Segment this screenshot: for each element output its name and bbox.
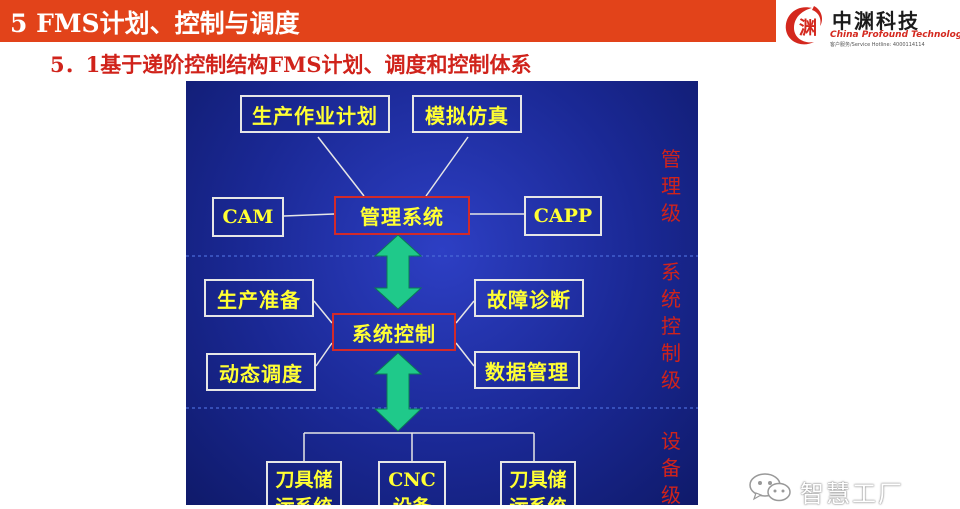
connector-cam-to-management [283, 213, 335, 217]
connector-data-to-control [455, 342, 475, 367]
level-char: 理 [661, 174, 681, 198]
level-char: 管 [661, 147, 681, 171]
level-char: 系 [661, 260, 681, 284]
box-system-control: 系统控制 [332, 313, 456, 351]
box-management-system: 管理系统 [334, 196, 470, 235]
box-cam: CAM [212, 197, 284, 237]
company-logo: 渊 中渊科技 China Profound Technology 客户服务/Se… [782, 2, 960, 50]
connector-plan-to-management [317, 136, 365, 197]
level-char: 设 [661, 429, 681, 453]
level-char: 级 [661, 368, 681, 392]
double-arrow-lower [373, 352, 423, 432]
wechat-icon [749, 473, 791, 502]
connector-fault-to-control [455, 300, 475, 324]
logo-hotline: 客户服务/Service Hotline: 4000114114 [830, 42, 925, 48]
slide-title: 5 FMS计划、控制与调度 [10, 9, 300, 38]
slide-subtitle: 5．1基于递阶控制结构FMS计划、调度和控制体系 [50, 52, 532, 77]
level-char: 级 [661, 483, 681, 507]
box-tool-storage-right: 刀具储运系统 [500, 461, 576, 505]
wechat-watermark: 智慧工厂 [748, 470, 960, 508]
diagram-connectors [186, 136, 698, 461]
logo-chinese-name: 中渊科技 [832, 9, 920, 33]
watermark-text: 智慧工厂 [800, 480, 904, 508]
box-production-plan: 生产作业计划 [240, 95, 390, 133]
box-tool-storage-left: 刀具储运系统 [266, 461, 342, 505]
double-arrow-upper [373, 234, 423, 310]
box-fault-diagnosis: 故障诊断 [474, 279, 584, 317]
logo-mark-char: 渊 [799, 18, 817, 39]
level-char: 制 [661, 341, 681, 365]
box-dynamic-scheduling: 动态调度 [206, 353, 316, 391]
connector-prep-to-control [313, 300, 333, 324]
title-bar: 5 FMS计划、控制与调度 [0, 0, 776, 42]
connector-dynamic-to-control [315, 342, 333, 367]
level-char: 控 [661, 314, 681, 338]
box-simulation: 模拟仿真 [412, 95, 522, 133]
box-cnc-equipment: CNC设备 [378, 461, 446, 505]
connector-simulation-to-management [425, 136, 469, 197]
box-data-management: 数据管理 [474, 351, 580, 389]
level-char: 级 [661, 201, 681, 225]
logo-mark-icon: 渊 [785, 6, 822, 45]
box-production-preparation: 生产准备 [204, 279, 314, 317]
logo-english-name: China Profound Technology [830, 30, 960, 40]
fms-hierarchy-diagram: 生产作业计划 模拟仿真 CAM 管理系统 CAPP 生产准备 故障诊断 系统控制… [186, 81, 698, 505]
box-capp: CAPP [524, 196, 602, 236]
level-char: 备 [661, 456, 681, 480]
level-char: 统 [661, 287, 681, 311]
